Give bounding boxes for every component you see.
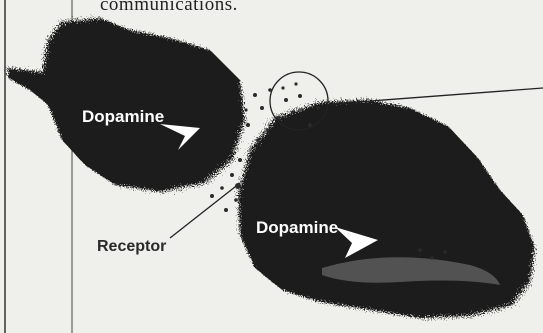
receptor-site <box>235 183 241 189</box>
caption-text: communications. <box>100 0 238 16</box>
dopamine-label-left: Dopamine <box>82 107 164 127</box>
postsynaptic-neuron <box>238 100 535 318</box>
receptor-label: Receptor <box>97 238 166 256</box>
callout-line <box>330 88 543 104</box>
dopamine-label-right: Dopamine <box>256 218 338 238</box>
presynaptic-neuron <box>8 18 245 192</box>
receptor-pointer-line <box>170 183 240 238</box>
